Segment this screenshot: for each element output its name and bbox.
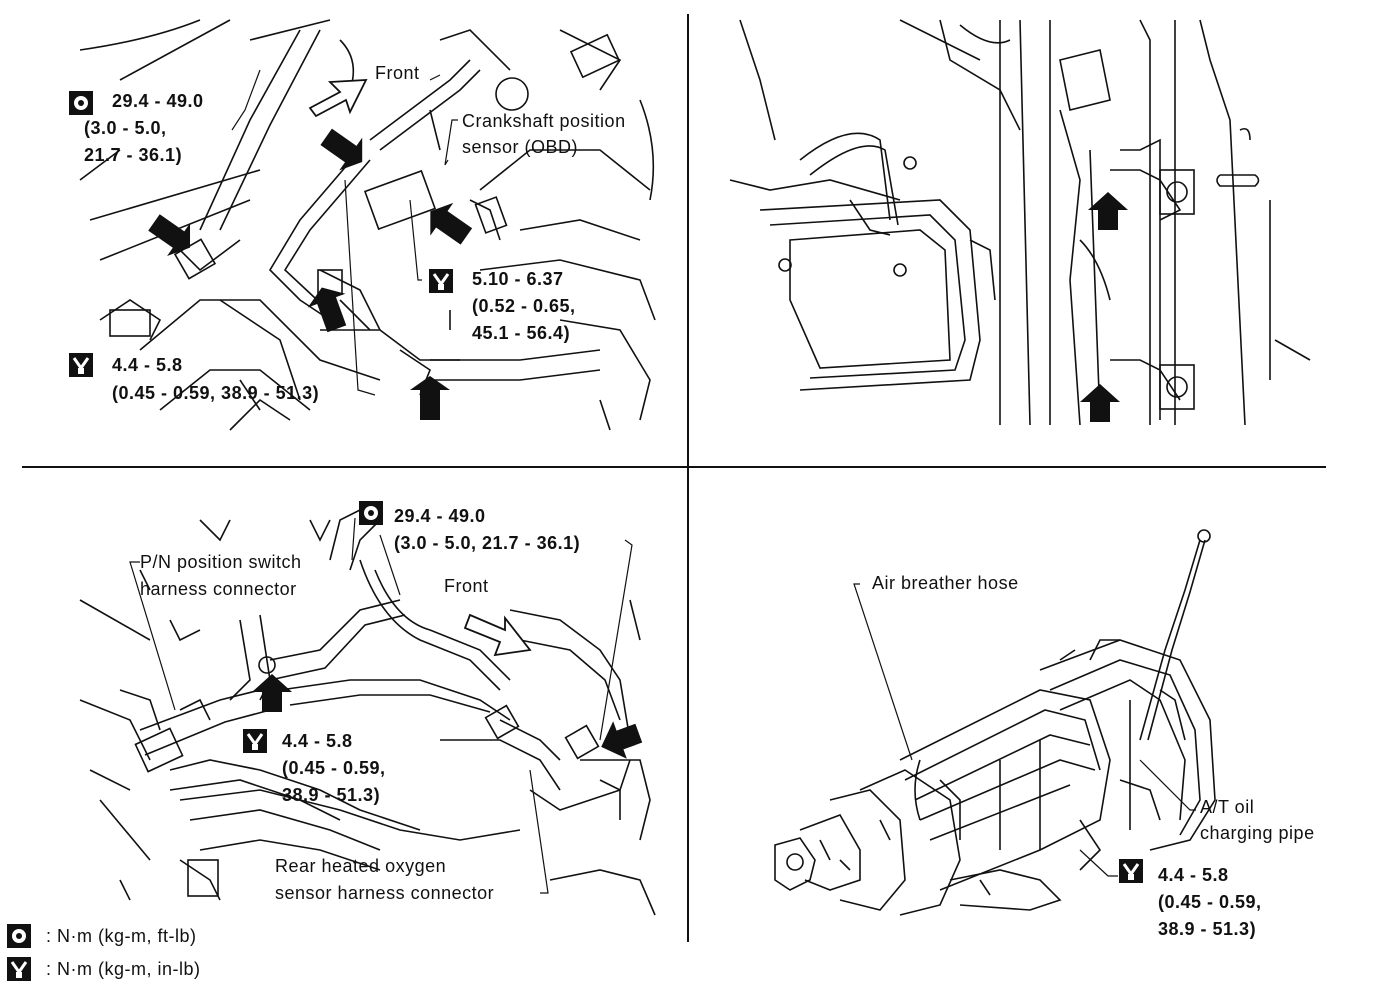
arrows-bottom-left [252, 674, 643, 759]
torque-tl-b-line3: 45.1 - 56.4) [472, 323, 571, 343]
drawing-bottom-left [79, 509, 656, 916]
torque-bl-b-line1: 4.4 - 5.8 [282, 731, 353, 751]
legend-in-lb-icon [7, 957, 31, 981]
air-breather-hose-label: Air breather hose [872, 573, 1019, 593]
front-arrow-bottom-left [463, 613, 532, 657]
legend-ft-lb-icon [7, 924, 31, 948]
pn-switch-label-line2: harness connector [140, 579, 297, 599]
legend-ft-lb-text: : N·m (kg-m, ft-lb) [46, 926, 197, 946]
torque-tl-a-line1: 29.4 - 49.0 [112, 91, 204, 111]
torque-tl-a-line3: 21.7 - 36.1) [84, 145, 183, 165]
arrows-top-left [148, 128, 473, 420]
pn-switch-label-line1: P/N position switch [140, 552, 302, 572]
drawing-transmission [774, 529, 1216, 916]
arrows-top-right [1080, 192, 1128, 422]
legend-in-lb-text: : N·m (kg-m, in-lb) [46, 959, 201, 979]
at-oil-pipe-label-line2: charging pipe [1200, 823, 1315, 843]
crankshaft-sensor-label-line2: sensor (OBD) [462, 137, 579, 157]
front-arrow-top-left [308, 79, 368, 118]
torque-br-line1: 4.4 - 5.8 [1158, 865, 1229, 885]
torque-bl-b-line3: 38.9 - 51.3) [282, 785, 381, 805]
crankshaft-sensor-label-line1: Crankshaft position [462, 111, 626, 131]
rear-o2-sensor-label-line2: sensor harness connector [275, 883, 495, 903]
at-oil-pipe-label-line1: A/T oil [1200, 797, 1255, 817]
torque-tl-a-line2: (3.0 - 5.0, [84, 118, 167, 138]
torque-br-line2: (0.45 - 0.59, [1158, 892, 1262, 912]
torque-bl-b-line2: (0.45 - 0.59, [282, 758, 386, 778]
torque-in-lb-icon [1119, 859, 1143, 883]
torque-tl-c-line2: (0.45 - 0.59, 38.9 - 51.3) [112, 383, 320, 403]
torque-br-line3: 38.9 - 51.3) [1158, 919, 1257, 939]
torque-in-lb-icon [243, 729, 267, 753]
torque-in-lb-icon [69, 353, 93, 377]
drawing-top-left [79, 19, 656, 431]
front-label-bottom-left: Front [444, 576, 489, 596]
drawing-top-right [729, 19, 1311, 426]
torque-ft-lb-icon [69, 91, 93, 115]
torque-bl-a-line2: (3.0 - 5.0, 21.7 - 36.1) [394, 533, 581, 553]
front-label-top-left: Front [375, 63, 420, 83]
torque-in-lb-icon [429, 269, 453, 293]
torque-bl-a-line1: 29.4 - 49.0 [394, 506, 486, 526]
torque-tl-c-line1: 4.4 - 5.8 [112, 355, 183, 375]
torque-tl-b-line2: (0.52 - 0.65, [472, 296, 576, 316]
rear-o2-sensor-label-line1: Rear heated oxygen [275, 856, 447, 876]
torque-tl-b-line1: 5.10 - 6.37 [472, 269, 564, 289]
torque-ft-lb-icon [359, 501, 383, 525]
